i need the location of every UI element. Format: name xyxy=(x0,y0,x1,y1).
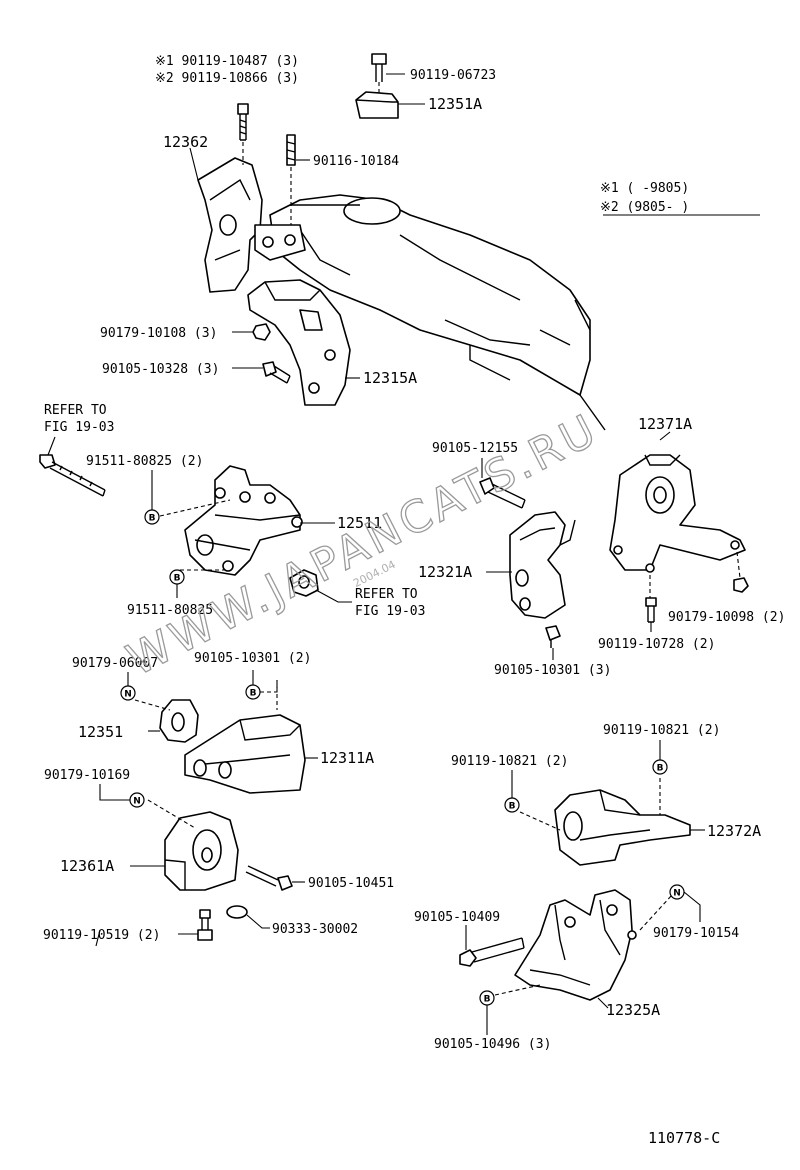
label-90119-10728: 90119-10728 (2) xyxy=(598,637,715,652)
badge-bolt-90105-10301: B xyxy=(245,670,278,700)
bracket-12325A xyxy=(494,889,673,1009)
svg-text:B: B xyxy=(657,764,664,774)
badge-bolt-12511-top: B xyxy=(144,470,160,525)
label-refer1a: REFER TO xyxy=(44,403,107,418)
label-90179-06007: 90179-06007 xyxy=(72,656,158,671)
washer-90333-30002 xyxy=(226,905,270,929)
label-90179-10108: 90179-10108 (3) xyxy=(100,326,217,341)
block-12351A xyxy=(355,82,425,119)
svg-text:N: N xyxy=(124,690,132,700)
badge-bolt-90119-10821-right: B xyxy=(652,740,668,775)
label-91511-80825-2: 91511-80825 (2) xyxy=(86,454,203,469)
bolt-90119-10487 xyxy=(237,103,249,165)
svg-text:B: B xyxy=(509,802,516,812)
badge-bolt-90105-10496: B xyxy=(479,990,495,1035)
label-12511: 12511 xyxy=(337,514,382,532)
svg-text:B: B xyxy=(174,574,181,584)
bolt-90119-06723 xyxy=(371,53,405,82)
mount-12372A xyxy=(519,778,705,866)
label-12372A: 12372A xyxy=(707,822,761,840)
label-90105-10451: 90105-10451 xyxy=(308,876,394,891)
label-12315A: 12315A xyxy=(363,369,417,387)
badge-nut-90179-06007: N xyxy=(120,672,136,701)
svg-text:B: B xyxy=(250,689,257,699)
badge-bolt-12511-bottom: B xyxy=(169,569,185,598)
label-12325A: 12325A xyxy=(606,1001,660,1019)
bolt-90105-10301-3 xyxy=(545,625,561,660)
bracket-12315A xyxy=(247,279,360,406)
label-12311A: 12311A xyxy=(320,749,374,767)
label-refer2b: FIG 19-03 xyxy=(355,604,425,619)
label-12361A: 12361A xyxy=(60,857,114,875)
badge-nut-90179-10169: N xyxy=(99,784,145,808)
bracket-12511 xyxy=(159,465,335,576)
mount-12361A xyxy=(130,799,239,891)
nut-90179-10108 xyxy=(252,323,271,341)
svg-text:N: N xyxy=(133,797,141,807)
bracket-12362 xyxy=(197,157,306,293)
bracket-12321A xyxy=(486,511,576,619)
label-90105-10496: 90105-10496 (3) xyxy=(434,1037,551,1052)
label-90119-10519: 90119-10519 (2) xyxy=(43,928,160,943)
label-90105-10409: 90105-10409 xyxy=(414,910,500,925)
label-12371A: 12371A xyxy=(638,415,692,433)
label-12321A: 12321A xyxy=(418,563,472,581)
stud-90116-10184 xyxy=(286,134,310,225)
bolt-90119-10728 xyxy=(645,597,657,632)
bushing-refer-19-03 xyxy=(289,569,352,603)
label-12351: 12351 xyxy=(78,723,123,741)
label-90119-10821-right: 90119-10821 (2) xyxy=(603,723,720,738)
label-note1: ※1 90119-10487 (3) xyxy=(155,54,299,69)
legend-2: ※2 (9805- ) xyxy=(600,200,689,215)
label-90105-10328: 90105-10328 (3) xyxy=(102,362,219,377)
badge-bolt-90119-10821-left: B xyxy=(504,770,520,813)
svg-text:B: B xyxy=(149,514,156,524)
label-90119-06723: 90119-06723 xyxy=(410,68,496,83)
bolt-90119-10519 xyxy=(197,909,213,941)
label-90105-10301-3: 90105-10301 (3) xyxy=(494,663,611,678)
bushing-12351 xyxy=(134,699,199,743)
label-90116-10184: 90116-10184 xyxy=(313,154,399,169)
badge-nut-90179-10154: N xyxy=(669,884,701,922)
svg-text:N: N xyxy=(673,889,681,899)
engine-block xyxy=(269,194,606,431)
labels: ※1 90119-10487 (3) ※2 90119-10866 (3) 90… xyxy=(43,54,785,1147)
label-90179-10169: 90179-10169 xyxy=(44,768,130,783)
label-12362: 12362 xyxy=(163,133,208,151)
bolt-90105-10409 xyxy=(459,925,525,967)
label-note2: ※2 90119-10866 (3) xyxy=(155,71,299,86)
bolt-91511-80825-long xyxy=(39,454,106,497)
label-refer1b: FIG 19-03 xyxy=(44,420,114,435)
svg-text:B: B xyxy=(484,995,491,1005)
label-90333-30002: 90333-30002 xyxy=(272,922,358,937)
bolt-90105-12155 xyxy=(479,458,526,509)
label-90119-10821-left: 90119-10821 (2) xyxy=(451,754,568,769)
label-90105-10301-2: 90105-10301 (2) xyxy=(194,651,311,666)
label-refer2a: REFER TO xyxy=(355,587,418,602)
label-91511-80825: 91511-80825 xyxy=(127,603,213,618)
legend-1: ※1 ( -9805) xyxy=(600,181,689,196)
bolt-90105-10451 xyxy=(245,865,305,891)
label-figure-code: 110778-C xyxy=(648,1129,720,1147)
label-90179-10154: 90179-10154 xyxy=(653,926,739,941)
bracket-12311A xyxy=(184,680,318,794)
bolt-90105-10328 xyxy=(262,361,291,384)
label-90105-12155: 90105-12155 xyxy=(432,441,518,456)
nut-90179-10098 xyxy=(733,577,749,593)
label-12351A: 12351A xyxy=(428,95,482,113)
label-90179-10098: 90179-10098 (2) xyxy=(668,610,785,625)
leader-lines xyxy=(47,147,760,947)
mount-12371A xyxy=(609,431,746,598)
